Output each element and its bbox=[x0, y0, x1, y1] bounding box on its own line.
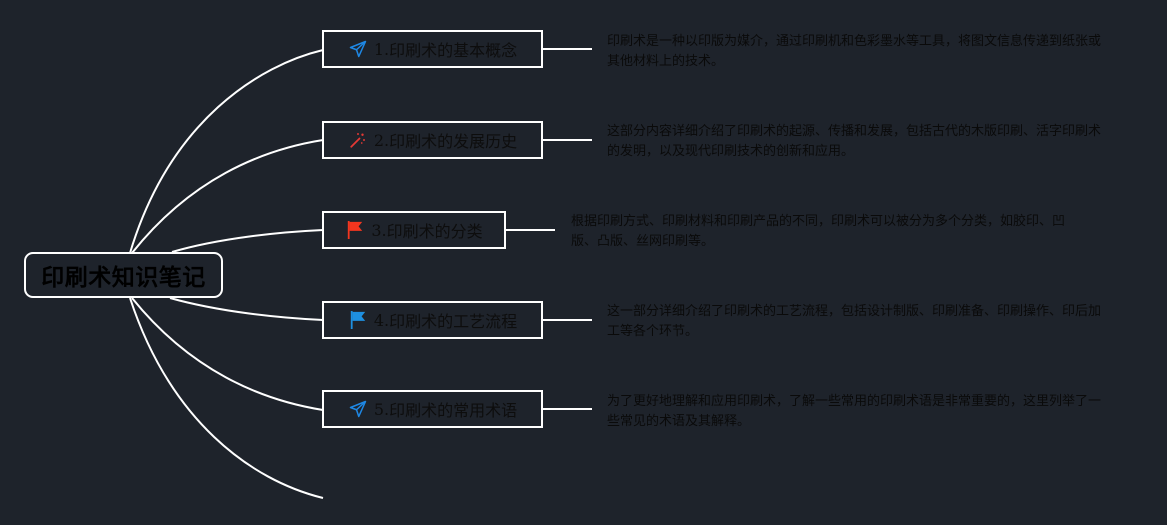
blue-flag-icon bbox=[348, 310, 368, 330]
branch-line-1 bbox=[129, 49, 324, 254]
red-flag-icon bbox=[345, 220, 365, 240]
note-classification: 根据印刷方式、印刷材料和印刷产品的不同，印刷术可以被分为多个分类，如胶印、凹版、… bbox=[571, 214, 1066, 249]
branch-line-6 bbox=[129, 297, 324, 499]
topic-history[interactable]: 2. 印刷术的发展历史 bbox=[322, 121, 543, 159]
note-basic-concept: 印刷术是一种以印版为媒介，通过印刷机和色彩墨水等工具，将图文信息传递到纸张或其他… bbox=[607, 34, 1102, 69]
paper-plane-icon bbox=[348, 39, 368, 59]
topic-process[interactable]: 4. 印刷术的工艺流程 bbox=[322, 301, 543, 339]
root-topic-label: 印刷术知识笔记 bbox=[41, 265, 206, 291]
topic-terminology[interactable]: 5. 印刷术的常用术语 bbox=[322, 390, 543, 428]
topic-label: 印刷术的工艺流程 bbox=[389, 312, 518, 331]
branch-line-2 bbox=[131, 139, 324, 254]
magic-wand-icon bbox=[348, 130, 368, 150]
note-history: 这部分内容详细介绍了印刷术的起源、传播和发展，包括古代的木版印刷、活字印刷术的发… bbox=[607, 124, 1102, 159]
paper-plane-icon bbox=[348, 399, 368, 419]
topic-label: 印刷术的分类 bbox=[386, 222, 483, 241]
root-topic[interactable]: 印刷术知识笔记 bbox=[24, 252, 223, 298]
branch-line-3 bbox=[171, 229, 324, 253]
topic-number: 5. bbox=[373, 399, 390, 419]
topic-basic-concept[interactable]: 1. 印刷术的基本概念 bbox=[322, 30, 543, 68]
note-terminology: 为了更好地理解和应用印刷术，了解一些常用的印刷术语是非常重要的，这里列举了一些常… bbox=[607, 394, 1102, 429]
topic-number: 4. bbox=[373, 310, 390, 330]
topic-number: 1. bbox=[373, 39, 390, 59]
topic-number: 2. bbox=[373, 130, 390, 150]
topic-label: 印刷术的常用术语 bbox=[389, 401, 518, 420]
topic-number: 3. bbox=[371, 220, 387, 240]
topic-label: 印刷术的基本概念 bbox=[389, 41, 518, 60]
branch-line-4 bbox=[169, 297, 324, 321]
topic-label: 印刷术的发展历史 bbox=[389, 132, 518, 151]
branch-line-5 bbox=[131, 297, 324, 411]
note-process: 这一部分详细介绍了印刷术的工艺流程，包括设计制版、印刷准备、印刷操作、印后加工等… bbox=[607, 304, 1102, 339]
topic-classification[interactable]: 3. 印刷术的分类 bbox=[322, 211, 506, 249]
